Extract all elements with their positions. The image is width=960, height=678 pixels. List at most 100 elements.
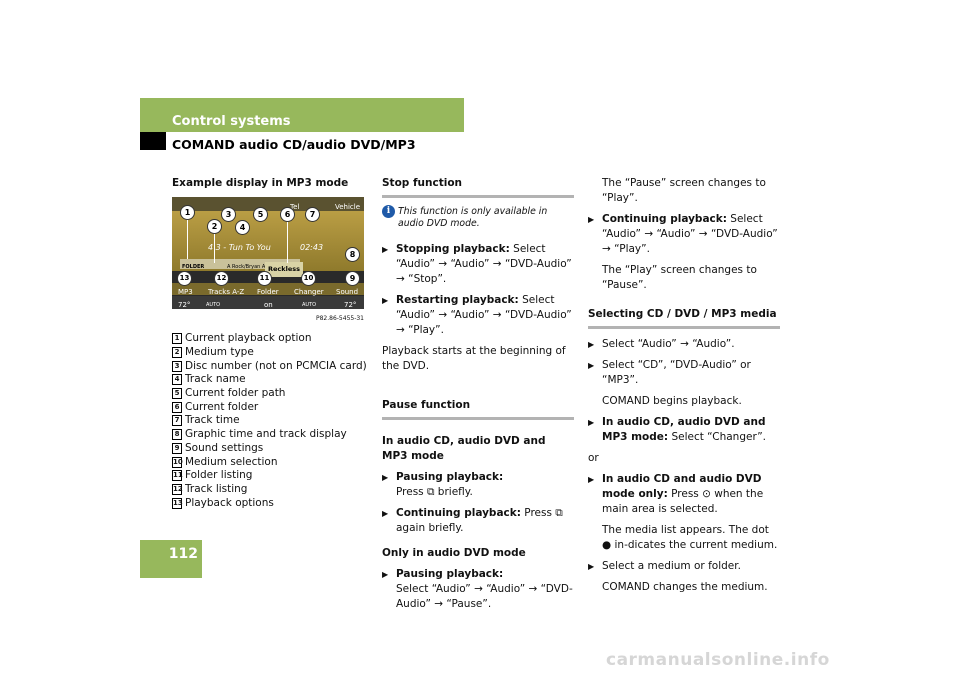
callout-11: 11 — [257, 271, 272, 286]
page-number: 112 — [168, 546, 198, 562]
subsection-title: COMAND audio CD/audio DVD/MP3 — [172, 137, 416, 152]
info-icon: i — [382, 205, 395, 218]
legend-number: 11 — [172, 470, 183, 482]
step-text: Press ⊙ when the main area is selected. — [602, 488, 764, 515]
step-label: In audio CD, audio DVD and MP3 mode: — [602, 416, 766, 443]
step-label: In audio CD and audio DVD mode only: — [602, 473, 762, 500]
step-text: Select “Audio” → “Audio” → “DVD-Audio” →… — [396, 243, 572, 285]
callout-9: 9 — [345, 271, 360, 286]
step-pause-playback: Pausing playback:Press ⧉ briefly. — [382, 470, 574, 500]
step-stop-playback: Stopping playback: Select “Audio” → “Aud… — [382, 242, 574, 287]
screen-track-name: 4 3 - Tun To You — [208, 243, 271, 252]
legend-text: Disc number (not on PCMCIA card) — [185, 359, 367, 372]
or-text: or — [588, 452, 599, 464]
screen-status-temp-left: 72° — [178, 301, 191, 309]
screen-menu-folder: Folder — [257, 288, 279, 296]
callout-3: 3 — [221, 207, 236, 222]
media-list-result: The media list appears. The dot ● in-dic… — [602, 524, 778, 551]
step-select-medium-folder: Select a medium or folder. — [588, 559, 780, 574]
step-label: Stopping playback: — [396, 243, 510, 255]
callout-10: 10 — [301, 271, 316, 286]
header-marker — [140, 132, 166, 150]
pause-function-heading: Pause function — [382, 398, 574, 420]
column-3: The “Pause” screen changes to “Play”. Co… — [588, 176, 780, 601]
step-text: Press ⧉ briefly. — [396, 486, 473, 498]
stop-function-heading: Stop function — [382, 176, 574, 198]
screen-menu-sound: Sound — [336, 288, 359, 296]
legend-text: Current playback option — [185, 332, 312, 345]
legend-text: Current folder path — [185, 387, 286, 400]
example-title: Example display in MP3 mode — [172, 177, 349, 189]
screen-status-auto-right: AUTO — [302, 302, 317, 308]
step-label: Pausing playback: — [396, 568, 504, 580]
callout-12: 12 — [214, 271, 229, 286]
screen-status-on: on — [264, 301, 273, 309]
legend-text: Track listing — [185, 482, 248, 495]
step-restart-playback: Restarting playback: Select “Audio” → “A… — [382, 293, 574, 338]
step-press-button: In audio CD and audio DVD mode only: Pre… — [588, 472, 780, 517]
callout-13: 13 — [177, 271, 192, 286]
callout-line-1 — [187, 219, 188, 259]
screen-folder-label: FOLDER — [182, 264, 205, 270]
legend-text: Track time — [185, 414, 240, 427]
callout-7: 7 — [305, 207, 320, 222]
screen-status-auto-left: AUTO — [206, 302, 221, 308]
callout-6: 6 — [280, 207, 295, 222]
pause-mode-all: In audio CD, audio DVD and MP3 mode — [382, 435, 546, 462]
callout-1: 1 — [180, 205, 195, 220]
step-select-medium-type: Select “CD”, “DVD-Audio” or “MP3”. — [588, 358, 780, 388]
step-continue-dvd: Continuing playback: Select “Audio” → “A… — [588, 212, 780, 257]
selecting-media-heading: Selecting CD / DVD / MP3 media — [588, 307, 780, 329]
step-text: Select “Changer”. — [671, 431, 766, 443]
header-tab — [140, 98, 464, 132]
legend-text: Track name — [185, 373, 246, 386]
screen-folder-bar — [180, 259, 300, 269]
legend-number: 9 — [172, 442, 182, 454]
pause-mode-dvd: Only in audio DVD mode — [382, 547, 526, 559]
pause-result: The “Pause” screen changes to “Play”. — [602, 177, 766, 204]
legend-text: Folder listing — [185, 469, 253, 482]
watermark: carmanualsonline.info — [606, 650, 830, 670]
legend-number: 3 — [172, 360, 182, 372]
screen-menu-changer: Changer — [294, 288, 324, 296]
callout-4: 4 — [235, 220, 250, 235]
mp3-display-screen: Tel Vehicle 4 3 - Tun To You 02:43 FOLDE… — [172, 197, 364, 309]
legend-text: Medium selection — [185, 455, 278, 468]
step-text: Select “Audio” → “Audio” → “DVD-Audio” →… — [396, 583, 573, 610]
legend-text: Playback options — [185, 496, 274, 509]
legend-text: Sound settings — [185, 441, 264, 454]
step-text: Select “Audio” → “Audio” → “DVD-Audio” →… — [396, 294, 572, 336]
step-pause-dvd: Pausing playback: Select “Audio” → “Audio… — [382, 567, 574, 612]
legend-number: 5 — [172, 388, 182, 400]
info-note-text: This function is only available in audio… — [398, 206, 548, 229]
callout-5: 5 — [253, 207, 268, 222]
callout-line-2 — [214, 233, 215, 263]
screen-folder-path: A Rock/Bryan Adams — [227, 264, 279, 270]
step-text: Press ⧉ again briefly. — [396, 507, 563, 534]
callout-2: 2 — [207, 219, 222, 234]
continue-result: The “Play” screen changes to “Pause”. — [602, 264, 757, 291]
figure-reference: P82.86-5455-31 — [315, 315, 364, 322]
legend-number: 8 — [172, 429, 182, 441]
stop-result: Playback starts at the beginning of the … — [382, 345, 566, 372]
step-select-audio: Select “Audio” → “Audio”. — [588, 337, 780, 352]
legend-number: 2 — [172, 347, 182, 359]
change-medium-result: COMAND changes the medium. — [602, 581, 768, 593]
legend-number: 10 — [172, 456, 183, 468]
step-select-changer: In audio CD, audio DVD and MP3 mode: Sel… — [588, 415, 780, 445]
step-label: Restarting playback: — [396, 294, 519, 306]
screen-status-bar — [172, 296, 364, 309]
step-continue-playback: Continuing playback: Press ⧉ again brief… — [382, 506, 574, 536]
screen-track-time: 02:43 — [300, 243, 324, 252]
info-note: i This function is only available in aud… — [382, 205, 574, 230]
